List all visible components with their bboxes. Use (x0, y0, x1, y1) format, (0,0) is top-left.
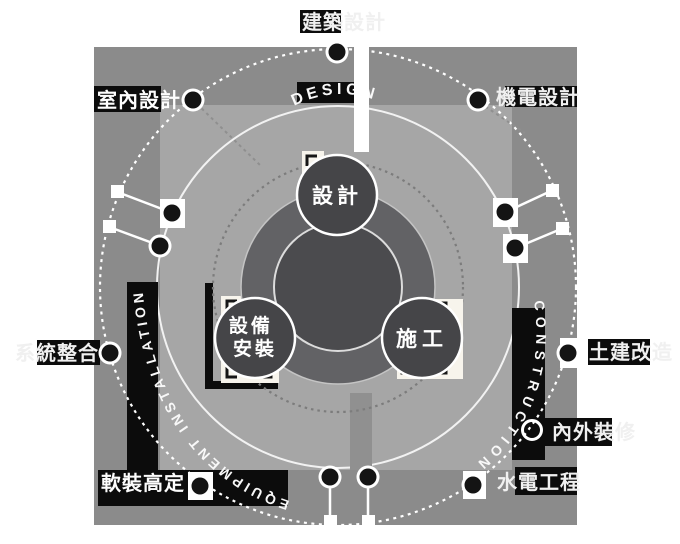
bottom-connector-bar (350, 393, 372, 470)
dot-right-pin-1 (493, 200, 517, 224)
label-box-left (37, 340, 100, 365)
dot-top-right (466, 88, 490, 112)
node-design (295, 153, 379, 237)
node-construction-label: 施工 (396, 327, 448, 351)
dot-bottom-pin-2 (356, 465, 380, 489)
label-box-top-right (505, 86, 577, 107)
dashed-leader-lines (196, 102, 526, 167)
label-box-top (300, 10, 341, 33)
dot-left (98, 341, 122, 365)
node-equipment (213, 296, 297, 380)
label-interior-design: 室內設計 (97, 88, 181, 112)
dot-top (325, 40, 349, 64)
bracket-under-node (205, 381, 278, 389)
label-box-bottom-right (515, 467, 577, 495)
equipment-band-vertical (127, 282, 158, 506)
dot-bottom-pin-1 (318, 465, 342, 489)
anchor-dots (98, 40, 580, 498)
top-connector-bar (354, 45, 369, 152)
bracket-design (305, 154, 317, 166)
dot-right (556, 341, 580, 365)
label-mep-design: 機電設計 (496, 85, 580, 109)
node-circles (213, 153, 464, 380)
label-soft-furnishing: 軟裝高定 (101, 471, 185, 495)
label-box-top-left (94, 86, 161, 112)
bracket-left-of-node (205, 283, 213, 389)
node-equipment-line2: 安裝 (233, 337, 277, 360)
label-plumbing-electrical: 水電工程 (497, 471, 581, 494)
dot-left-pin-2 (148, 234, 172, 258)
dot-bottom-left (188, 474, 212, 498)
label-inout-decoration: 內外裝修 (552, 420, 636, 444)
label-civil-renovation: 土建改造 (589, 340, 673, 364)
node-design-label: 設計 (312, 184, 362, 208)
dot-left-pin-1 (160, 201, 184, 225)
pin-end-squares (103, 184, 569, 526)
dot-bottom-right (461, 473, 485, 497)
dot-hollow-right-lower (521, 419, 543, 441)
node-equipment-line1: 設備 (229, 314, 273, 337)
node-construction (380, 296, 464, 380)
design-arc-box (297, 82, 357, 103)
label-box-right (588, 339, 650, 365)
dot-right-pin-2 (503, 236, 527, 260)
dot-top-left (181, 88, 205, 112)
outer-dotted-ring (98, 47, 578, 527)
label-system-integration: 系統整合 (15, 341, 99, 365)
inner-dotted-ring (211, 160, 465, 414)
node-equipment-label: 設備 安裝 (229, 314, 281, 360)
label-architectural-design: 建築設計 (302, 10, 386, 34)
